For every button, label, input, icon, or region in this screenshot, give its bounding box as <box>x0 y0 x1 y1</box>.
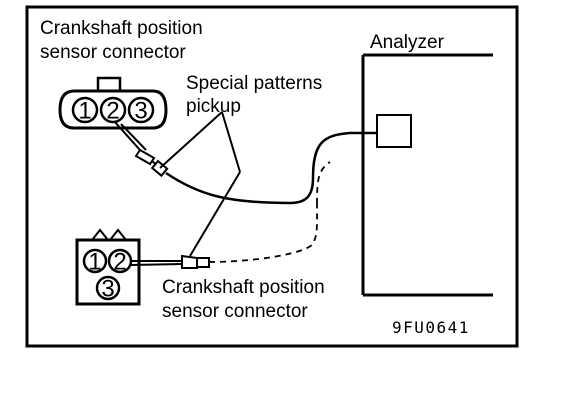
analyzer-label: Analyzer <box>370 32 445 53</box>
top-connector-pin-3: 3 <box>134 98 147 125</box>
bottom-connector-label-line1: Crankshaft position <box>162 277 325 298</box>
pickup-leader-lines <box>159 111 241 257</box>
diagram-frame <box>25 5 519 348</box>
top-connector-label-line2: sensor connector <box>40 42 186 63</box>
figure-code: 9FU0641 <box>392 318 470 337</box>
bottom-connector-label-line2: sensor connector <box>162 301 308 322</box>
bottom-connector-pin-3: 3 <box>101 276 114 303</box>
top-connector-pin-1: 1 <box>78 98 91 125</box>
top-probe <box>113 120 377 205</box>
bottom-connector-pin-2: 2 <box>113 249 126 276</box>
top-connector-pin-2: 2 <box>106 98 119 125</box>
analyzer-input-port <box>376 114 412 148</box>
pickup-label-line1: Special patterns <box>186 73 322 94</box>
analyzer <box>361 53 493 297</box>
top-connector: 1 2 3 <box>58 76 168 130</box>
bottom-connector: 1 2 3 <box>75 228 141 306</box>
bottom-probe <box>130 161 331 269</box>
top-connector-label-line1: Crankshaft position <box>40 18 203 39</box>
bottom-connector-pin-1: 1 <box>88 249 101 276</box>
pickup-label-line2: pickup <box>186 96 241 117</box>
